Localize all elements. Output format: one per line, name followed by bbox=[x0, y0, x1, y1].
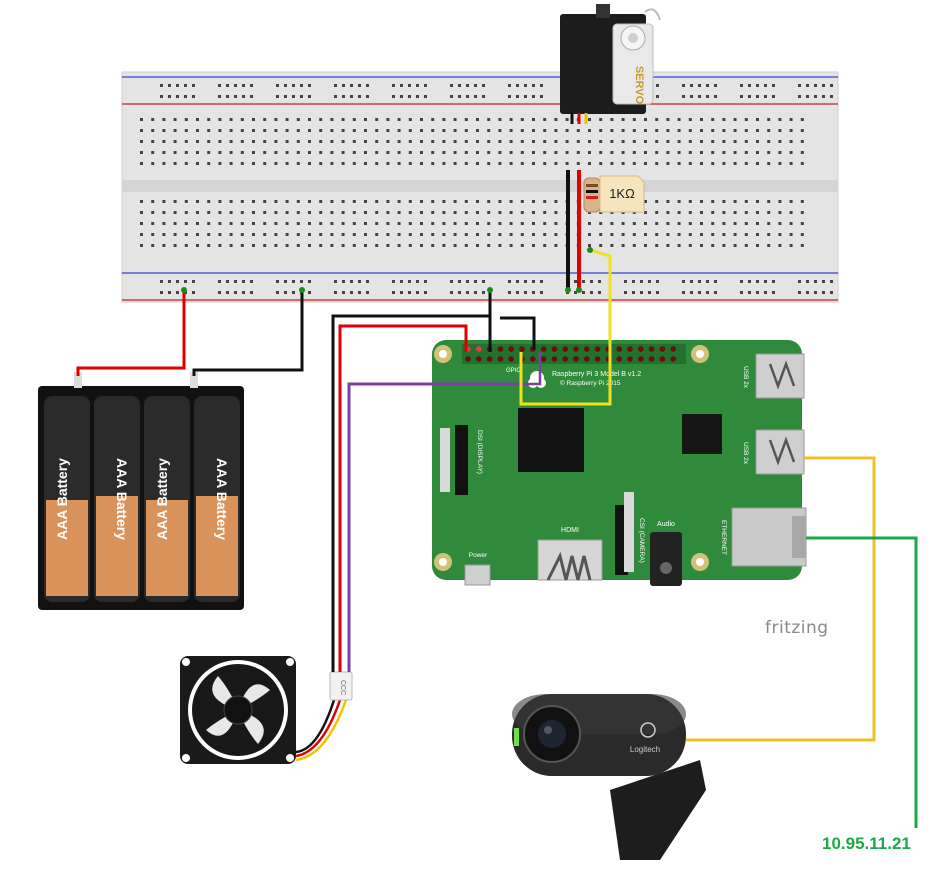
usb-port-bottom bbox=[755, 429, 805, 475]
battery-cell-label: AAA Battery bbox=[54, 458, 70, 540]
battery-pack: AAA Battery AAA Battery AAA Battery AAA Bat… bbox=[38, 372, 244, 610]
csi-label: CSI (CAMERA) bbox=[638, 518, 645, 563]
webcam-usb-cable bbox=[686, 456, 876, 742]
battery-cell-label: AAA Battery bbox=[114, 458, 130, 540]
webcam: Logitech bbox=[512, 694, 706, 860]
audio-label: Audio bbox=[657, 521, 675, 528]
ip-address-label: 10.95.11.21 bbox=[822, 834, 911, 853]
center-channel bbox=[122, 180, 838, 192]
servo-label: SERVO bbox=[633, 66, 645, 105]
servo: SERVO bbox=[560, 4, 661, 124]
webcam-brand: Logitech bbox=[630, 745, 660, 754]
fan-signal-wire bbox=[347, 382, 514, 672]
cooling-fan: CCC bbox=[180, 656, 353, 764]
resistor-label: 1KΩ bbox=[609, 186, 635, 201]
usb-port-top bbox=[755, 353, 805, 399]
webcam-led bbox=[514, 728, 519, 746]
gpio-ground-jumper bbox=[500, 316, 536, 350]
fritzing-watermark: fritzing bbox=[765, 618, 829, 638]
gpio-label: GPIO bbox=[506, 368, 521, 374]
fan-power-wire bbox=[338, 324, 468, 672]
battery-cell-label: AAA Battery bbox=[154, 458, 170, 540]
battery-cell-label: AAA Battery bbox=[214, 458, 230, 540]
ethernet-label: ETHERNET bbox=[720, 520, 727, 555]
usb-label-top: USB 2x bbox=[742, 366, 749, 389]
logitech-logo-icon bbox=[640, 722, 656, 738]
usb-label-bottom: USB 2x bbox=[742, 442, 749, 465]
audio-jack bbox=[650, 532, 682, 586]
pi-model-text: Raspberry Pi 3 Model B v1.2 bbox=[552, 371, 641, 378]
gpio-signal-jumper bbox=[514, 352, 542, 386]
usb-lan-chip bbox=[682, 414, 722, 454]
soc-chip bbox=[518, 408, 584, 472]
ethernet-network-cable bbox=[806, 536, 918, 828]
battery-positive-wire bbox=[76, 290, 186, 376]
hdmi-label: HDMI bbox=[561, 527, 579, 534]
battery-negative-wire bbox=[192, 290, 304, 376]
power-port bbox=[464, 564, 491, 586]
raspberry-pi-board: GPIO Raspberry Pi 3 Model B v1.2 © Raspb… bbox=[432, 340, 807, 586]
resistor: 1KΩ bbox=[583, 175, 645, 213]
power-label: Power bbox=[469, 552, 488, 559]
servo-signal-wire bbox=[519, 248, 612, 406]
fan-connector-label: CCC bbox=[339, 680, 346, 695]
breadboard bbox=[121, 71, 839, 303]
fan-ground-wire bbox=[331, 314, 492, 672]
pi-copyright-text: © Raspberry Pi 2015 bbox=[560, 379, 621, 387]
dsi-label: DSI (DISPLAY) bbox=[476, 430, 483, 474]
